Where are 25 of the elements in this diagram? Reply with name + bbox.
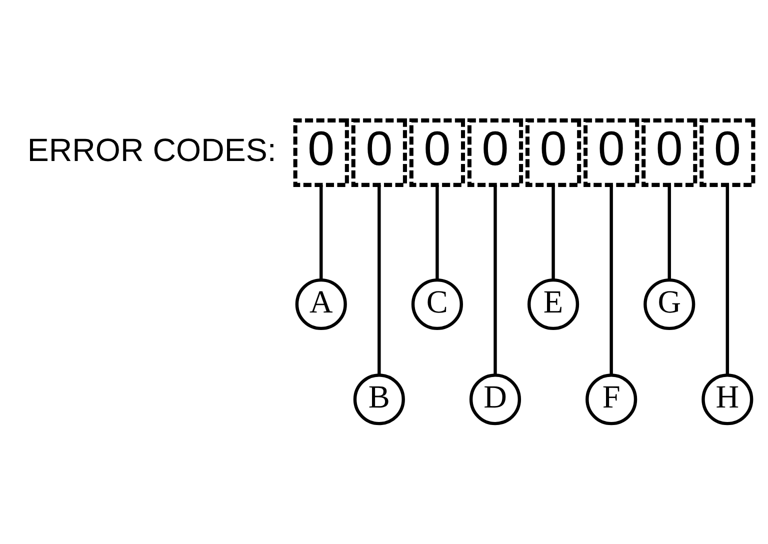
node-circle: F xyxy=(586,374,638,426)
node-box: 0 xyxy=(642,118,698,187)
label: ERROR CODES: xyxy=(27,132,276,168)
node-circle: C xyxy=(411,278,463,330)
connector xyxy=(378,184,381,376)
node-circle: A xyxy=(295,278,347,330)
node-circle: E xyxy=(527,278,580,330)
connector xyxy=(436,184,439,280)
node-circle: D xyxy=(469,374,522,426)
connector xyxy=(668,184,671,280)
node-circle: B xyxy=(353,374,405,426)
node-box: 0 xyxy=(700,118,756,187)
node-circle: H xyxy=(702,374,754,426)
connector xyxy=(320,184,323,280)
node-box: 0 xyxy=(584,118,640,187)
connector xyxy=(552,184,555,280)
node-box: 0 xyxy=(293,118,349,187)
node-box: 0 xyxy=(525,118,582,187)
connector xyxy=(494,184,497,376)
connector xyxy=(726,184,730,376)
node-circle: G xyxy=(644,278,696,330)
node-box: 0 xyxy=(351,118,407,187)
node-box: 0 xyxy=(409,118,466,187)
connector xyxy=(610,184,613,376)
node-box: 0 xyxy=(467,118,524,187)
